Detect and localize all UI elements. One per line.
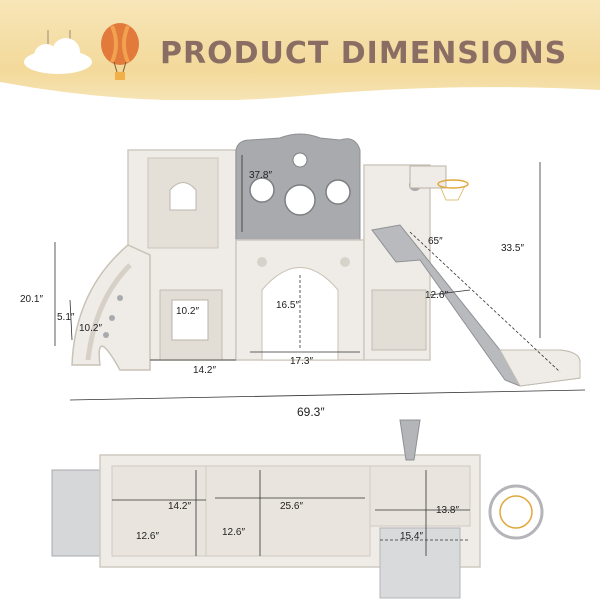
door-width-label: 10.2″ [176,306,200,317]
top-dimension-lines [112,470,470,556]
top-width-right-label: 13.8″ [436,505,460,516]
top-depth-left-label: 12.6″ [136,531,160,542]
arch-height-label: 16.5″ [276,300,300,311]
tower-height-label: 37.8″ [249,170,273,181]
cloud-icon [24,30,92,74]
top-length-mid-label: 25.6″ [280,501,304,512]
slide-height-label: 33.5″ [501,243,525,254]
side-dimension-lines [54,155,586,401]
header-banner [0,0,600,112]
base-mid-label: 17.3″ [290,356,314,367]
banner-wave [0,82,600,112]
base-left-label: 14.2″ [193,365,217,376]
slide-length-label: 65″ [428,236,443,247]
step-width-label: 10.2″ [79,323,103,334]
top-length-right-label: 15.4″ [400,531,424,542]
total-length-label: 69.3″ [297,405,325,419]
top-width-left-label: 14.2″ [168,501,192,512]
top-view-playset [51,419,544,599]
slide-width-label: 12.6″ [425,290,449,301]
step-height-label: 5.1″ [57,312,75,323]
hot-air-balloon-icon [101,23,139,80]
top-depth-mid-label: 12.6″ [222,527,246,538]
side-view-playset [71,133,581,387]
page-title: PRODUCT DIMENSIONS [160,36,568,71]
left-height-label: 20.1″ [20,294,44,305]
